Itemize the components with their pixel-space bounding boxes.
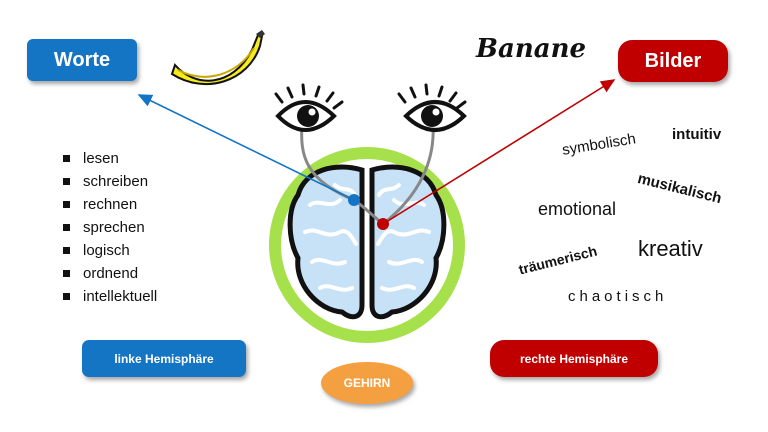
list-item: logisch — [63, 239, 157, 262]
left-eye-icon — [274, 83, 344, 132]
left-hemisphere-button[interactable]: linke Hemisphäre — [82, 340, 246, 377]
list-item: sprechen — [63, 216, 157, 239]
word-chaotisch: chaotisch — [568, 288, 668, 305]
banane-label: Banane — [476, 34, 587, 64]
worte-button[interactable]: Worte — [27, 39, 137, 81]
list-item: intellektuell — [63, 285, 157, 308]
right-eye-icon — [397, 83, 467, 132]
list-item: schreiben — [63, 170, 157, 193]
list-item: rechnen — [63, 193, 157, 216]
left-hemisphere-traits-list: lesen schreiben rechnen sprechen logisch… — [63, 147, 157, 308]
gehirn-button[interactable]: GEHIRN — [321, 362, 413, 404]
list-item: ordnend — [63, 262, 157, 285]
list-item: lesen — [63, 147, 157, 170]
word-kreativ: kreativ — [638, 236, 703, 261]
bilder-button[interactable]: Bilder — [618, 40, 728, 82]
word-emotional: emotional — [538, 199, 617, 219]
word-intuitiv: intuitiv — [672, 126, 722, 143]
banana-icon — [170, 30, 265, 86]
right-hemisphere-button[interactable]: rechte Hemisphäre — [490, 340, 658, 377]
brain-icon — [269, 147, 465, 343]
